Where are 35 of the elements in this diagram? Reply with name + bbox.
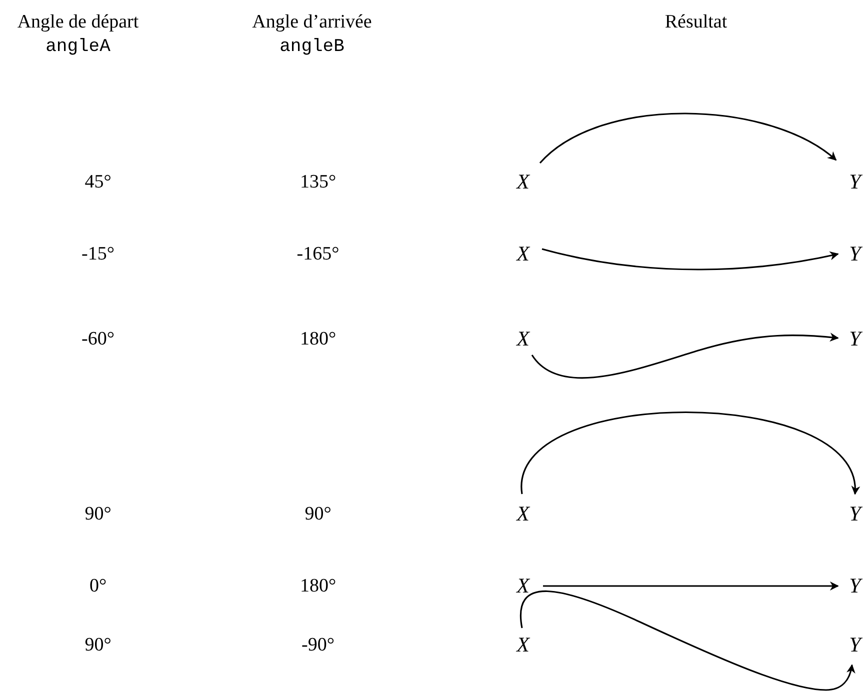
node-letter: X <box>516 172 530 192</box>
curved-arrow <box>521 411 858 495</box>
node-letter: X <box>516 634 530 656</box>
table-cell: -15° <box>82 244 114 264</box>
table-cell: 0° <box>89 576 107 596</box>
node-letter: Y <box>849 504 861 524</box>
node-letter: Y <box>849 244 861 264</box>
node-letter: Y <box>849 634 861 656</box>
table-cell: 90° <box>84 504 112 524</box>
node-letter: Y <box>849 328 861 350</box>
code-label: angleB <box>280 38 344 56</box>
table-cell: -90° <box>302 636 334 654</box>
node-letter: X <box>516 504 530 524</box>
node-letter: Y <box>849 576 861 596</box>
table-cell: -165° <box>296 244 340 264</box>
table-cell: 90° <box>304 504 332 524</box>
table-cell: 45° <box>84 172 112 192</box>
column-header: Angle de départ <box>17 12 139 32</box>
curved-arrow <box>520 590 856 691</box>
column-header: Angle d’arrivée <box>252 12 372 32</box>
node-letter: X <box>516 576 530 596</box>
table-cell: 180° <box>300 576 336 596</box>
table-cell: 180° <box>300 330 336 348</box>
curved-arrow <box>531 332 839 379</box>
arrow <box>543 582 839 590</box>
column-header: Résultat <box>664 12 728 32</box>
code-label: angleA <box>46 38 110 56</box>
table-cell: 135° <box>300 172 336 192</box>
curved-arrow <box>539 112 837 164</box>
curved-arrow <box>542 248 839 270</box>
node-letter: Y <box>849 172 861 192</box>
node-letter: X <box>516 328 530 350</box>
table-cell: -60° <box>82 330 114 348</box>
node-letter: X <box>516 244 530 264</box>
table-cell: 90° <box>84 636 112 654</box>
